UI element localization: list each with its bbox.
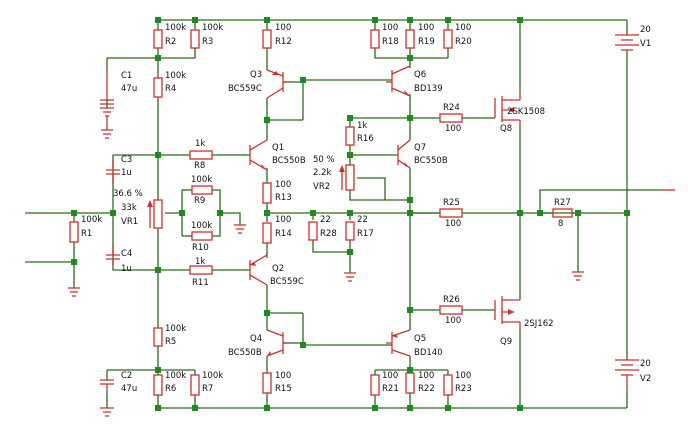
r5-name: R5 bbox=[165, 337, 176, 347]
q3-name: Q3 bbox=[250, 70, 262, 80]
q5-name: Q5 bbox=[414, 334, 426, 344]
r20-name: R20 bbox=[455, 37, 472, 47]
c3-name: C3 bbox=[121, 155, 132, 165]
r17-value: 22 bbox=[357, 215, 368, 225]
q6-type: BD139 bbox=[414, 84, 443, 94]
q9-type: 2SJ162 bbox=[524, 319, 554, 329]
r10-name: R10 bbox=[192, 243, 209, 253]
v1-value: 20 bbox=[640, 25, 651, 35]
r23-value: 100 bbox=[455, 371, 471, 381]
r4-name: R4 bbox=[165, 84, 176, 94]
r21-name: R21 bbox=[382, 384, 399, 394]
q6-name: Q6 bbox=[414, 70, 426, 80]
c2-value: 47u bbox=[121, 384, 137, 394]
v2-value: 20 bbox=[640, 359, 651, 369]
r6-name: R6 bbox=[165, 384, 176, 394]
vr1-name: VR1 bbox=[121, 217, 138, 227]
r8-value: 1k bbox=[195, 139, 205, 149]
r2-name: R2 bbox=[165, 37, 176, 47]
r13-value: 100 bbox=[275, 180, 291, 190]
r27-name: R27 bbox=[554, 198, 571, 208]
r12-value: 100 bbox=[275, 23, 291, 33]
component-bodies bbox=[68, 29, 675, 417]
c4-value: 1u bbox=[121, 264, 132, 274]
r25-value: 100 bbox=[445, 219, 461, 229]
r1-name: R1 bbox=[81, 229, 92, 239]
r1-value: 100k bbox=[81, 215, 102, 225]
r19-name: R19 bbox=[418, 37, 435, 47]
r28-value: 22 bbox=[320, 215, 331, 225]
r3-name: R3 bbox=[202, 37, 213, 47]
r24-value: 100 bbox=[445, 124, 461, 134]
q1-type: BC550B bbox=[272, 156, 306, 166]
r28-name: R28 bbox=[320, 229, 337, 239]
c2-name: C2 bbox=[121, 371, 132, 381]
vr2-value: 2.2k bbox=[313, 168, 332, 178]
r9-name: R9 bbox=[194, 196, 205, 206]
q8-type: 2SK1508 bbox=[507, 107, 545, 117]
r2-value: 100k bbox=[165, 23, 186, 33]
r9-value: 100k bbox=[191, 175, 212, 185]
q1-name: Q1 bbox=[272, 143, 284, 153]
component-labels: 100k R2 100k R3 C1 47u 100k R4 C3 1u 1k … bbox=[81, 23, 651, 394]
r16-name: R16 bbox=[357, 134, 374, 144]
c1-name: C1 bbox=[121, 71, 132, 81]
q9-name: Q9 bbox=[500, 337, 512, 347]
r18-value: 100 bbox=[382, 23, 398, 33]
r20-value: 100 bbox=[455, 23, 471, 33]
q4-name: Q4 bbox=[250, 334, 262, 344]
q7-type: BC550B bbox=[414, 156, 448, 166]
r12-name: R12 bbox=[275, 37, 292, 47]
r11-name: R11 bbox=[192, 278, 209, 288]
r11-value: 1k bbox=[195, 257, 205, 267]
r14-value: 100 bbox=[275, 215, 291, 225]
r26-name: R26 bbox=[443, 295, 460, 305]
r4-value: 100k bbox=[165, 71, 186, 81]
vr2-percent: 50 % bbox=[313, 155, 335, 165]
r7-value: 100k bbox=[202, 371, 223, 381]
vr2-name: VR2 bbox=[313, 182, 330, 192]
r21-value: 100 bbox=[382, 371, 398, 381]
vr1-value: 33k bbox=[121, 203, 137, 213]
q7-name: Q7 bbox=[414, 143, 426, 153]
r8-name: R8 bbox=[194, 161, 205, 171]
r26-value: 100 bbox=[445, 316, 461, 326]
q5-type: BD140 bbox=[414, 348, 443, 358]
r27-value: 8 bbox=[558, 219, 563, 229]
junction-dots bbox=[71, 17, 630, 411]
c4-name: C4 bbox=[121, 249, 132, 259]
r6-value: 100k bbox=[165, 371, 186, 381]
r22-value: 100 bbox=[418, 371, 434, 381]
r7-name: R7 bbox=[202, 384, 213, 394]
r23-name: R23 bbox=[455, 384, 472, 394]
q3-type: BC559C bbox=[228, 84, 262, 94]
r18-name: R18 bbox=[382, 37, 399, 47]
vr1-percent: 36.6 % bbox=[113, 189, 143, 199]
r16-value: 1k bbox=[357, 121, 367, 131]
r3-value: 100k bbox=[202, 23, 223, 33]
v2-name: V2 bbox=[640, 374, 651, 384]
r14-name: R14 bbox=[275, 229, 292, 239]
r13-name: R13 bbox=[275, 193, 292, 203]
r15-value: 100 bbox=[275, 371, 291, 381]
r15-name: R15 bbox=[275, 384, 292, 394]
q2-name: Q2 bbox=[272, 264, 284, 274]
c1-value: 47u bbox=[121, 84, 137, 94]
q2-type: BC559C bbox=[270, 277, 304, 287]
r17-name: R17 bbox=[357, 229, 374, 239]
r10-value: 100k bbox=[191, 221, 212, 231]
r19-value: 100 bbox=[418, 23, 434, 33]
r24-name: R24 bbox=[443, 103, 460, 113]
r22-name: R22 bbox=[418, 384, 435, 394]
q8-name: Q8 bbox=[500, 124, 512, 134]
r25-name: R25 bbox=[443, 198, 460, 208]
c3-value: 1u bbox=[121, 168, 132, 178]
r5-value: 100k bbox=[165, 324, 186, 334]
q4-type: BC550B bbox=[228, 348, 262, 358]
v1-name: V1 bbox=[640, 39, 651, 49]
